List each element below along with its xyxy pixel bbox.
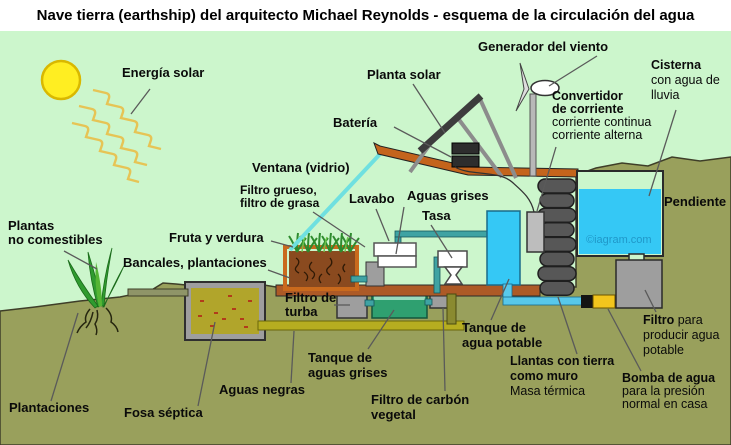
potable-water-filter — [615, 259, 663, 309]
solar-rays-icon — [71, 88, 162, 184]
water-pump — [581, 294, 616, 309]
window-glass — [288, 151, 383, 252]
toilet — [437, 250, 468, 285]
battery-wire — [454, 166, 535, 213]
battery — [451, 142, 535, 213]
tire-wall — [537, 178, 577, 296]
blackwater-pipe — [257, 320, 465, 331]
leader-lines — [50, 55, 677, 407]
plant-roots-icon — [76, 307, 119, 336]
toilet-drain-pipe — [446, 293, 457, 325]
overflow-pipe — [127, 288, 189, 297]
diagram-scene — [0, 31, 731, 445]
cistern — [576, 170, 664, 257]
sun-icon — [40, 59, 82, 101]
greywater-tank — [371, 294, 428, 319]
coarse-filter — [365, 261, 385, 287]
potable-water-tank — [486, 210, 521, 286]
planter-bed — [283, 232, 360, 291]
diagram-title: Nave tierra (earthship) del arquitecto M… — [0, 0, 731, 31]
septic-tank — [184, 281, 266, 341]
sink — [373, 242, 417, 268]
current-converter — [526, 211, 545, 253]
